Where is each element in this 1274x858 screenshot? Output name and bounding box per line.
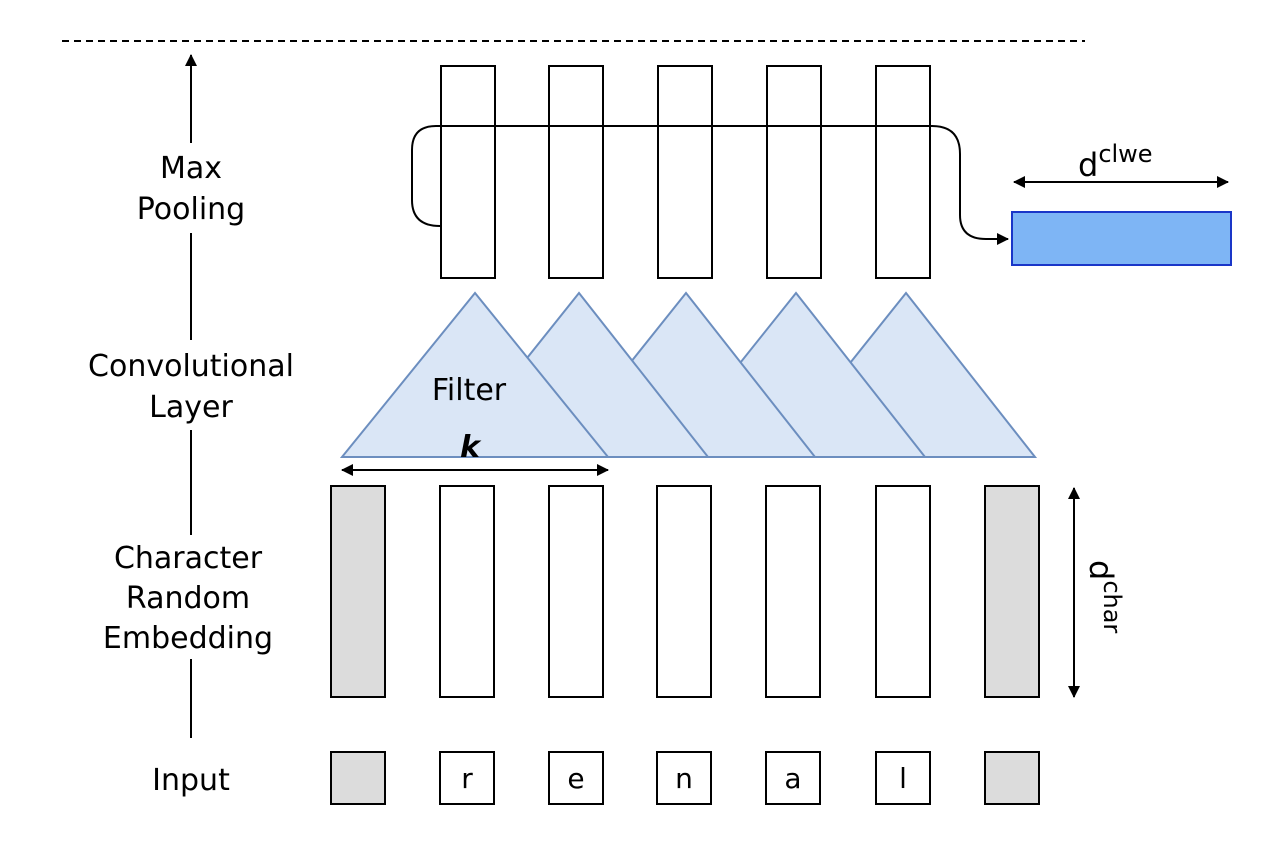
input-box	[548, 751, 604, 805]
stage-label-convolutional: Convolutional Layer	[88, 349, 294, 425]
embedding-column	[439, 485, 495, 698]
char-dimension-label-group: dchar	[1082, 560, 1126, 633]
label-mask-embedding	[90, 535, 290, 659]
stage-label-line: Embedding	[103, 621, 273, 656]
input-box-padding	[330, 751, 386, 805]
embedding-column-padding	[984, 485, 1040, 698]
char-dimension-base: d	[1082, 560, 1120, 580]
input-box	[656, 751, 712, 805]
embedding-columns	[330, 485, 1040, 698]
pooling-column	[440, 65, 496, 279]
input-box-padding	[984, 751, 1040, 805]
label-mask-input	[140, 757, 242, 802]
stage-label-line: Character	[114, 541, 263, 576]
input-box	[765, 751, 821, 805]
embedding-column	[548, 485, 604, 698]
convolution-filters	[339, 291, 1038, 458]
pooling-column	[657, 65, 713, 279]
input-char: e	[567, 762, 584, 795]
pooling-column	[548, 65, 604, 279]
embedding-column	[656, 485, 712, 698]
char-dimension-label: dchar	[1082, 560, 1126, 633]
clwe-dimension-base: d	[1078, 146, 1098, 184]
embedding-column	[765, 485, 821, 698]
clwe-output-vector	[1011, 211, 1232, 266]
embedding-column-padding	[330, 485, 386, 698]
stage-label-embedding: Character Random Embedding	[103, 541, 273, 656]
filter-width-label: k	[460, 430, 482, 465]
pooling-column	[766, 65, 822, 279]
stage-label-line: Random	[126, 581, 250, 616]
stage-label-line: Convolutional	[88, 349, 294, 384]
clwe-dimension-label: dclwe	[1078, 140, 1153, 184]
stage-label-input: Input	[152, 763, 230, 798]
label-mask-max-pooling	[140, 143, 245, 233]
stage-label-max-pooling: Max Pooling	[137, 151, 245, 227]
stage-label-line: Max	[160, 151, 222, 186]
filter-label: Filter	[432, 373, 507, 408]
input-box	[875, 751, 931, 805]
pooling-column	[875, 65, 931, 279]
input-char: a	[784, 762, 801, 795]
stage-label-line: Pooling	[137, 192, 245, 227]
char-dimension-sup: char	[1098, 580, 1126, 633]
embedding-column	[875, 485, 931, 698]
pooling-columns	[440, 65, 931, 279]
input-box	[439, 751, 495, 805]
input-char: n	[675, 762, 693, 795]
input-char: l	[899, 762, 907, 795]
pooling-connector-arrow	[411, 125, 1009, 245]
label-mask-convolutional	[70, 340, 312, 430]
stage-label-line: Layer	[149, 390, 233, 425]
input-chars: r e n a l	[330, 751, 1040, 805]
clwe-dimension-sup: clwe	[1098, 140, 1152, 168]
filter-triangle	[339, 291, 611, 458]
input-char: r	[461, 762, 473, 795]
